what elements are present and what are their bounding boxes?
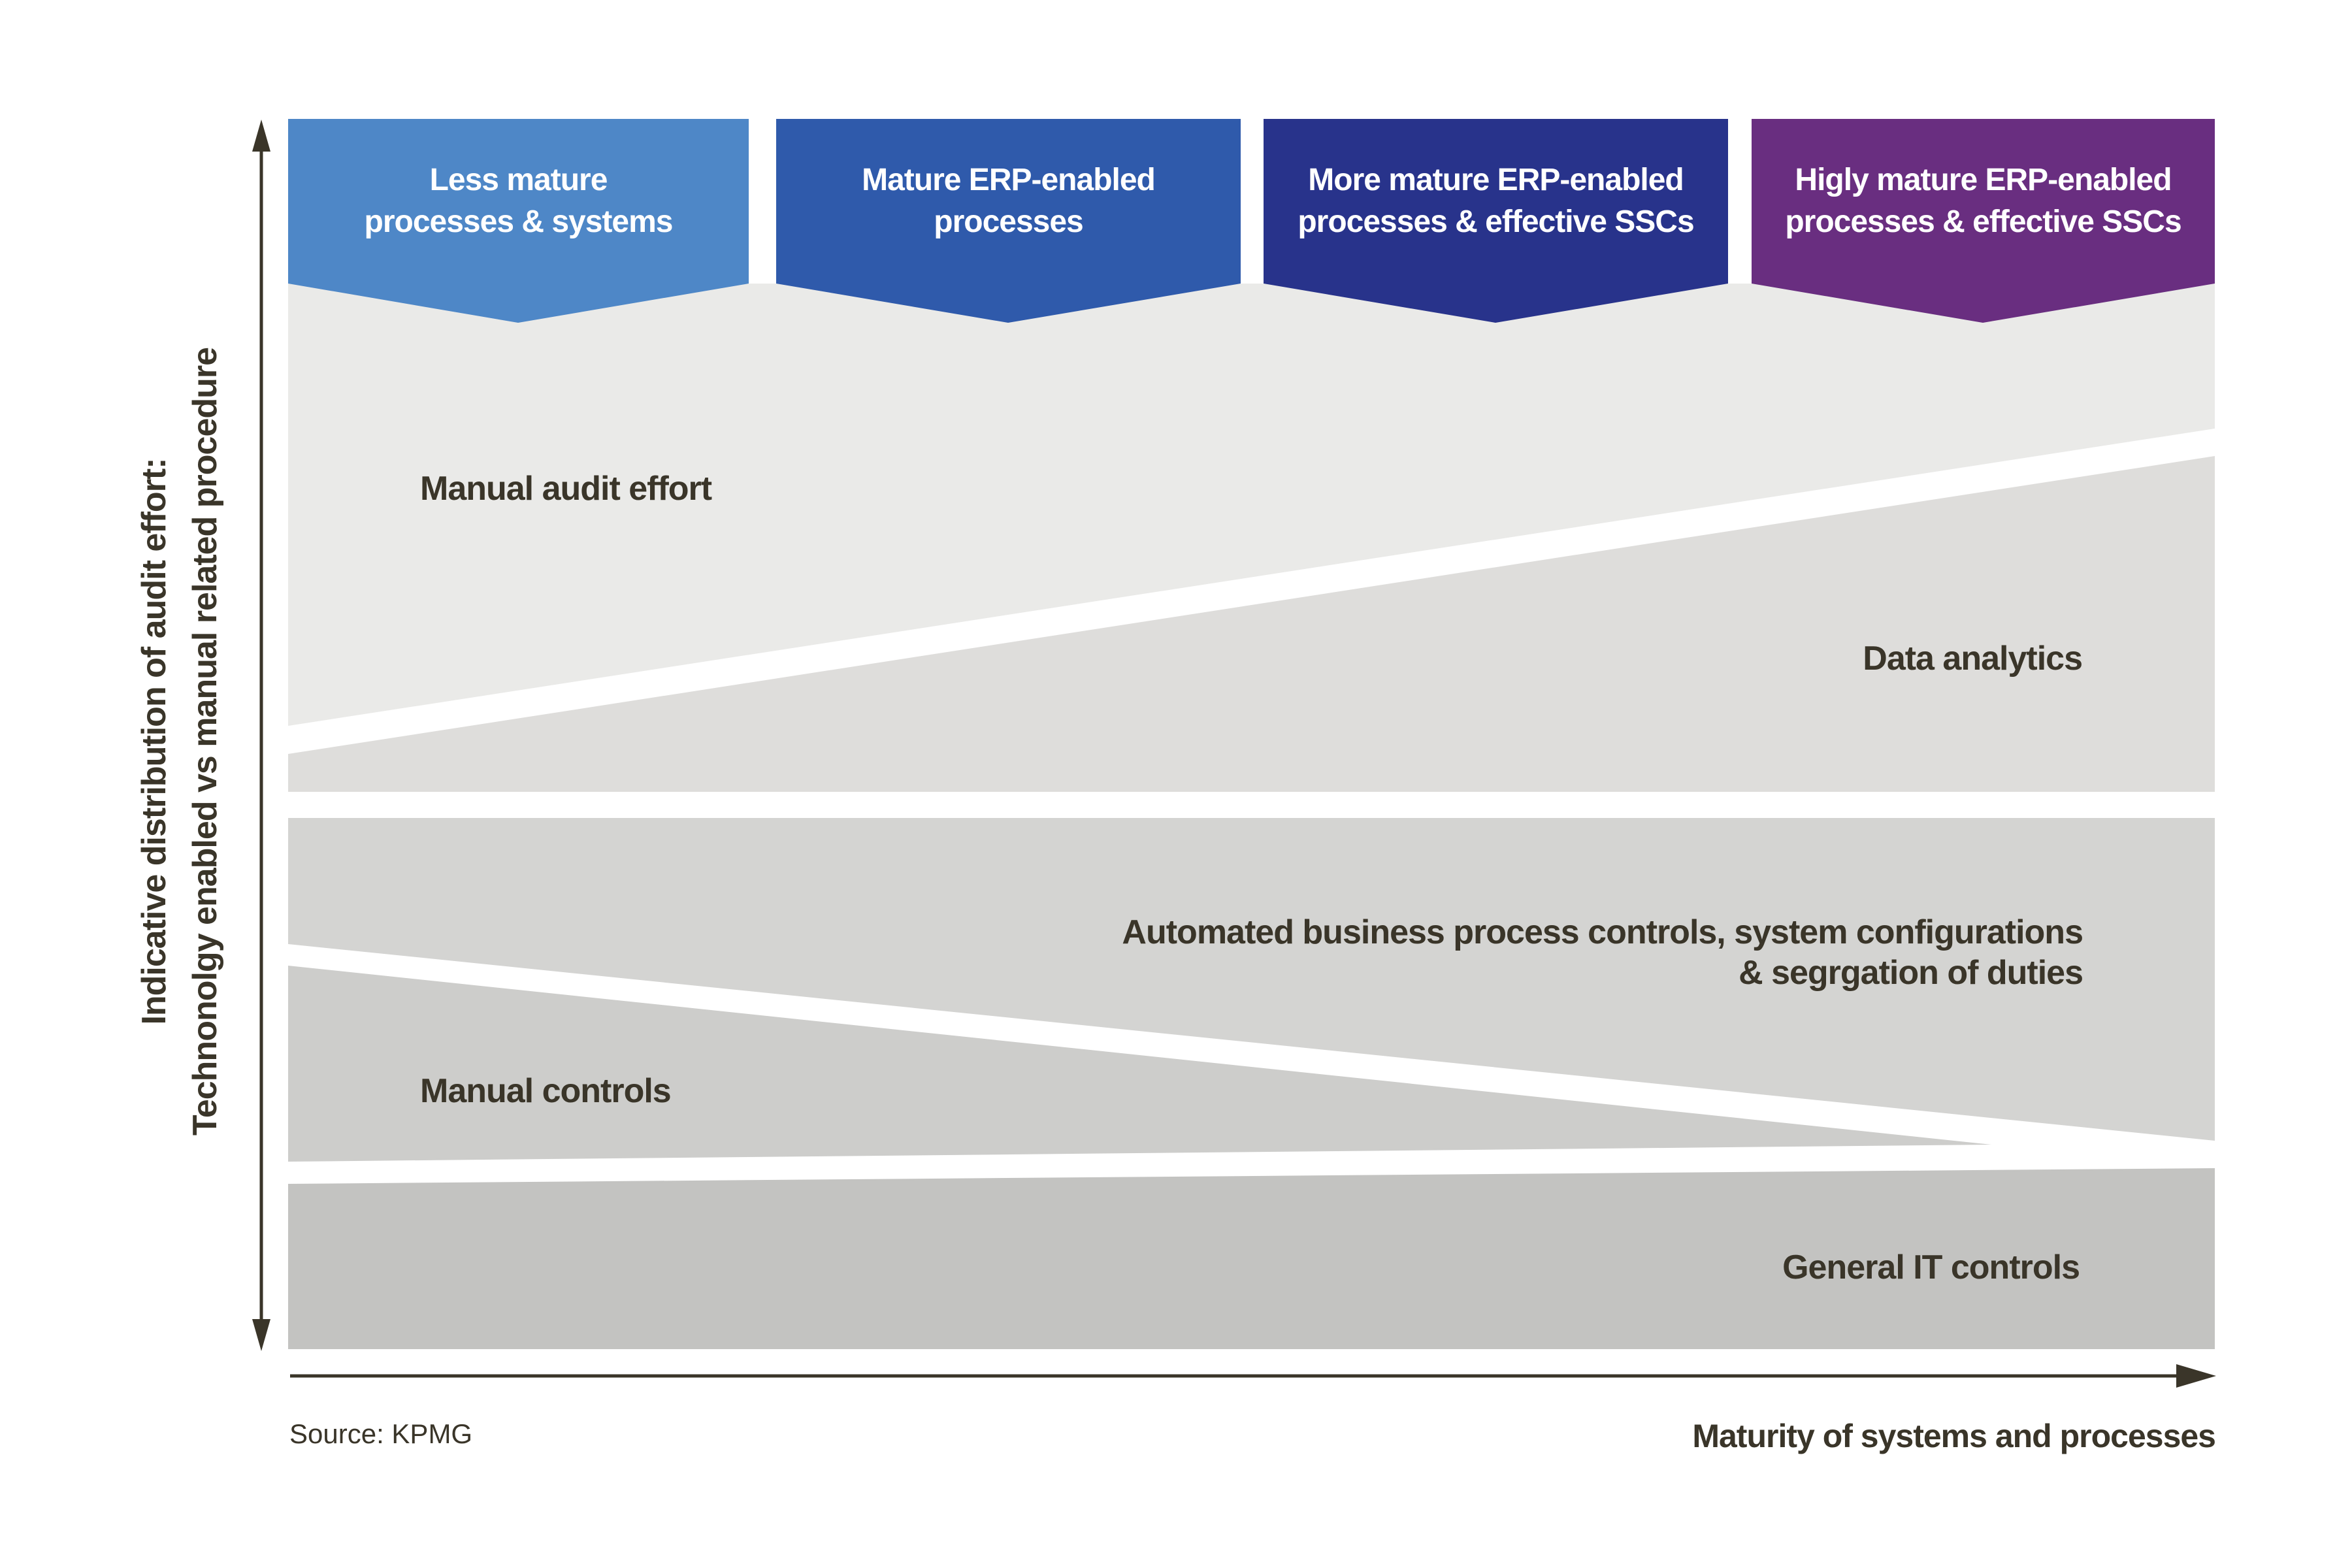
banner-more-mature-erp: [1264, 119, 1728, 323]
banner-label-highly-mature-erp: Higly mature ERP-enabled processes & eff…: [1752, 119, 2215, 284]
banner-label-less-mature: Less mature processes & systems: [288, 119, 749, 284]
source-note: Source: KPMG: [289, 1418, 473, 1449]
banner-label-line: More mature ERP-enabled: [1308, 163, 1684, 197]
band-automated-controls: [288, 818, 2215, 1141]
label-automated-controls-line1: Automated business process controls, sys…: [1122, 913, 2083, 951]
band-data-analytics: [288, 456, 2215, 792]
label-manual-controls: Manual controls: [420, 1072, 672, 1110]
label-automated-controls-line2: & segrgation of duties: [1739, 954, 2083, 992]
band-manual-audit-effort: [288, 284, 2215, 726]
y-axis-arrow: [252, 120, 270, 1351]
banner-highly-mature-erp: [1752, 119, 2215, 323]
y-axis-title: Indicative distribution of audit effort:…: [129, 0, 231, 1558]
x-axis-title: Maturity of systems and processes: [1692, 1418, 2216, 1454]
x-axis-arrow: [290, 1364, 2216, 1388]
y-axis-title-line2: Technonolgy enabled vs manual related pr…: [186, 347, 224, 1136]
banner-label-line: Higly mature ERP-enabled: [1795, 163, 2172, 197]
band-manual-controls-wedge: [288, 966, 1991, 1162]
banner-less-mature: [288, 119, 749, 323]
banner-label-line: processes & effective SSCs: [1298, 204, 1694, 239]
label-general-it-controls: General IT controls: [1782, 1249, 2080, 1286]
y-axis-arrowhead-down: [252, 1319, 270, 1351]
y-axis-arrowhead-up: [252, 120, 270, 152]
label-automated-controls: Automated business process controls, sys…: [1122, 912, 2083, 993]
banner-label-line: Mature ERP-enabled: [862, 163, 1156, 197]
banner-mature-erp: [776, 119, 1241, 323]
y-axis-title-line1: Indicative distribution of audit effort:: [135, 458, 173, 1025]
banner-label-more-mature-erp: More mature ERP-enabled processes & effe…: [1264, 119, 1728, 284]
banner-label-line: processes & effective SSCs: [1785, 204, 2181, 239]
banner-label-line: Less mature: [429, 163, 608, 197]
label-data-analytics: Data analytics: [1863, 640, 2083, 678]
label-manual-audit-effort: Manual audit effort: [420, 470, 712, 508]
band-general-it-controls: [288, 1168, 2215, 1349]
banner-label-mature-erp: Mature ERP-enabled processes: [776, 119, 1241, 284]
banner-label-line: processes: [934, 204, 1083, 239]
x-axis-arrowhead-right: [2176, 1364, 2216, 1388]
banner-label-line: processes & systems: [364, 204, 674, 239]
